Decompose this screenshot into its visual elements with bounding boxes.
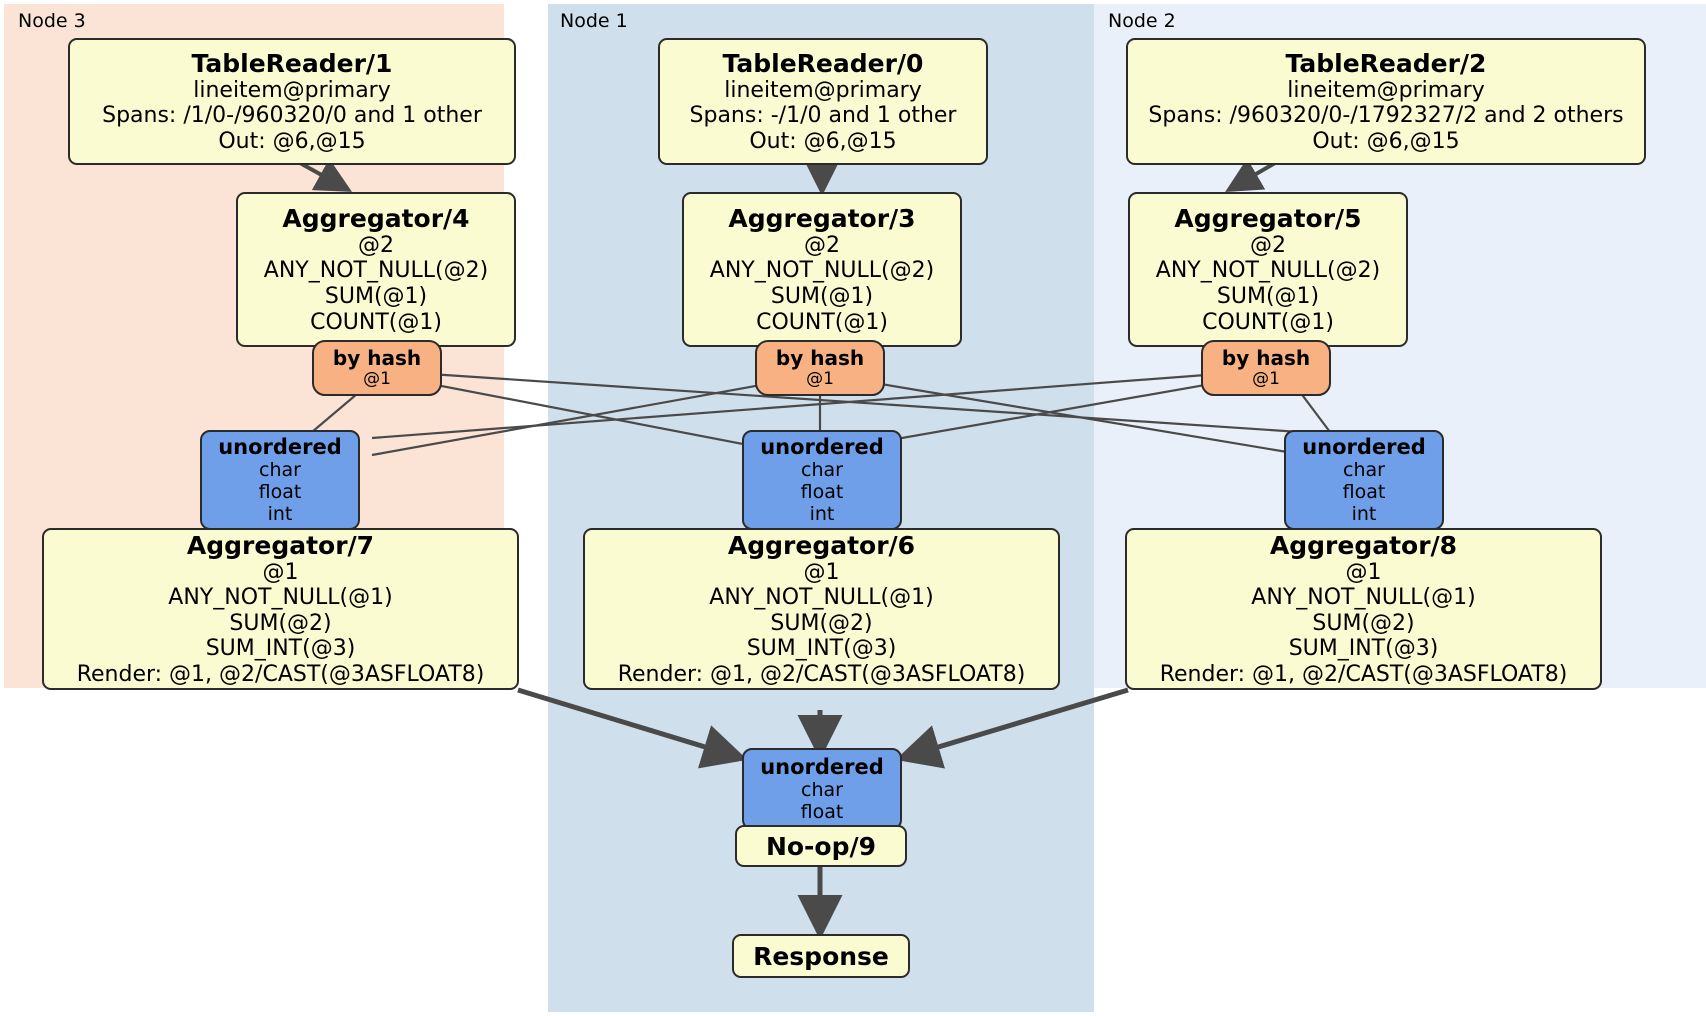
box-line: SUM_INT(@3) <box>205 636 356 662</box>
box-title: Aggregator/8 <box>1269 530 1458 560</box>
box-line: SUM(@2) <box>1312 610 1415 636</box>
box-line: @2 <box>1250 232 1286 258</box>
box-line: COUNT(@1) <box>1202 309 1334 335</box>
box-line: Out: @6,@15 <box>218 128 366 154</box>
box-title: Aggregator/7 <box>186 530 375 560</box>
router-by-hash-right[interactable]: by hash @1 <box>1201 340 1331 396</box>
box-aggregator-4[interactable]: Aggregator/4 @2 ANY_NOT_NULL(@2) SUM(@1)… <box>236 192 516 347</box>
sync-line: char <box>259 459 301 482</box>
sync-line: char <box>801 459 843 482</box>
box-line: ANY_NOT_NULL(@1) <box>168 585 393 611</box>
box-line: lineitem@primary <box>724 77 922 103</box>
node-label-node3: Node 3 <box>18 10 86 32</box>
box-aggregator-5[interactable]: Aggregator/5 @2 ANY_NOT_NULL(@2) SUM(@1)… <box>1128 192 1408 347</box>
sync-line: float <box>1342 481 1386 504</box>
box-title: Aggregator/6 <box>727 530 916 560</box>
box-line: Render: @1, @2/CAST(@3ASFLOAT8) <box>1159 661 1568 687</box>
box-line: ANY_NOT_NULL(@1) <box>1251 585 1476 611</box>
box-aggregator-3[interactable]: Aggregator/3 @2 ANY_NOT_NULL(@2) SUM(@1)… <box>682 192 962 347</box>
box-aggregator-7[interactable]: Aggregator/7 @1 ANY_NOT_NULL(@1) SUM(@2)… <box>42 528 519 690</box>
box-line: SUM(@2) <box>229 610 332 636</box>
box-title: Aggregator/4 <box>282 203 470 233</box>
box-table-reader-1[interactable]: TableReader/1 lineitem@primary Spans: /1… <box>68 38 516 165</box>
box-line: SUM(@1) <box>1216 284 1320 309</box>
box-line: SUM(@1) <box>324 284 428 309</box>
sync-line: char <box>801 779 843 802</box>
box-aggregator-6[interactable]: Aggregator/6 @1 ANY_NOT_NULL(@1) SUM(@2)… <box>583 528 1060 690</box>
sync-line: float <box>258 481 302 504</box>
box-aggregator-8[interactable]: Aggregator/8 @1 ANY_NOT_NULL(@1) SUM(@2)… <box>1125 528 1602 690</box>
node-label-node1: Node 1 <box>560 10 628 32</box>
box-title: No-op/9 <box>765 831 877 861</box>
box-line: COUNT(@1) <box>756 309 888 335</box>
router-title: by hash <box>775 345 865 370</box>
box-line: @2 <box>358 232 394 258</box>
box-title: Response <box>753 941 889 971</box>
sync-line: int <box>1351 503 1377 526</box>
box-line: lineitem@primary <box>193 77 391 103</box>
box-title: TableReader/2 <box>1285 48 1487 78</box>
router-line: @1 <box>806 368 834 389</box>
box-table-reader-2[interactable]: TableReader/2 lineitem@primary Spans: /9… <box>1126 38 1646 165</box>
box-line: @1 <box>262 559 299 585</box>
box-line: @1 <box>1345 559 1382 585</box>
box-title: Aggregator/5 <box>1174 203 1362 233</box>
sync-unordered-left[interactable]: unordered char float int <box>200 430 360 530</box>
sync-unordered-final[interactable]: unordered char float <box>742 748 902 830</box>
box-line: Spans: /1/0-/960320/0 and 1 other <box>102 103 482 129</box>
sync-title: unordered <box>760 434 884 459</box>
router-title: by hash <box>332 345 422 370</box>
box-line: ANY_NOT_NULL(@2) <box>709 258 935 284</box>
box-line: ANY_NOT_NULL(@2) <box>263 258 489 284</box>
router-by-hash-left[interactable]: by hash @1 <box>312 340 442 396</box>
box-line: Spans: -/1/0 and 1 other <box>689 103 957 129</box>
sync-unordered-right[interactable]: unordered char float int <box>1284 430 1444 530</box>
box-line: SUM(@2) <box>770 610 873 636</box>
box-line: SUM_INT(@3) <box>746 636 897 662</box>
node-label-node2: Node 2 <box>1108 10 1176 32</box>
sync-line: float <box>800 801 844 824</box>
box-title: Aggregator/3 <box>728 203 916 233</box>
box-response[interactable]: Response <box>732 934 910 978</box>
sync-unordered-center[interactable]: unordered char float int <box>742 430 902 530</box>
sync-line: float <box>800 481 844 504</box>
router-by-hash-center[interactable]: by hash @1 <box>755 340 885 396</box>
box-title: TableReader/0 <box>722 48 924 78</box>
box-title: TableReader/1 <box>191 48 393 78</box>
router-line: @1 <box>363 368 391 389</box>
box-line: @2 <box>804 232 840 258</box>
box-line: Out: @6,@15 <box>749 128 897 154</box>
sync-line: int <box>267 503 293 526</box>
box-line: ANY_NOT_NULL(@1) <box>709 585 934 611</box>
box-no-op-9[interactable]: No-op/9 <box>735 825 907 867</box>
router-line: @1 <box>1252 368 1280 389</box>
box-line: @1 <box>803 559 840 585</box>
box-line: Spans: /960320/0-/1792327/2 and 2 others <box>1148 103 1624 129</box>
sync-title: unordered <box>760 754 884 779</box>
box-line: lineitem@primary <box>1287 77 1485 103</box>
box-table-reader-0[interactable]: TableReader/0 lineitem@primary Spans: -/… <box>658 38 988 165</box>
box-line: Out: @6,@15 <box>1312 128 1460 154</box>
box-line: COUNT(@1) <box>310 309 442 335</box>
sync-line: char <box>1343 459 1385 482</box>
box-line: Render: @1, @2/CAST(@3ASFLOAT8) <box>76 661 485 687</box>
box-line: SUM_INT(@3) <box>1288 636 1439 662</box>
sync-title: unordered <box>218 434 342 459</box>
box-line: Render: @1, @2/CAST(@3ASFLOAT8) <box>617 661 1026 687</box>
sync-title: unordered <box>1302 434 1426 459</box>
router-title: by hash <box>1221 345 1311 370</box>
sync-line: int <box>809 503 835 526</box>
box-line: SUM(@1) <box>770 284 874 309</box>
box-line: ANY_NOT_NULL(@2) <box>1155 258 1381 284</box>
